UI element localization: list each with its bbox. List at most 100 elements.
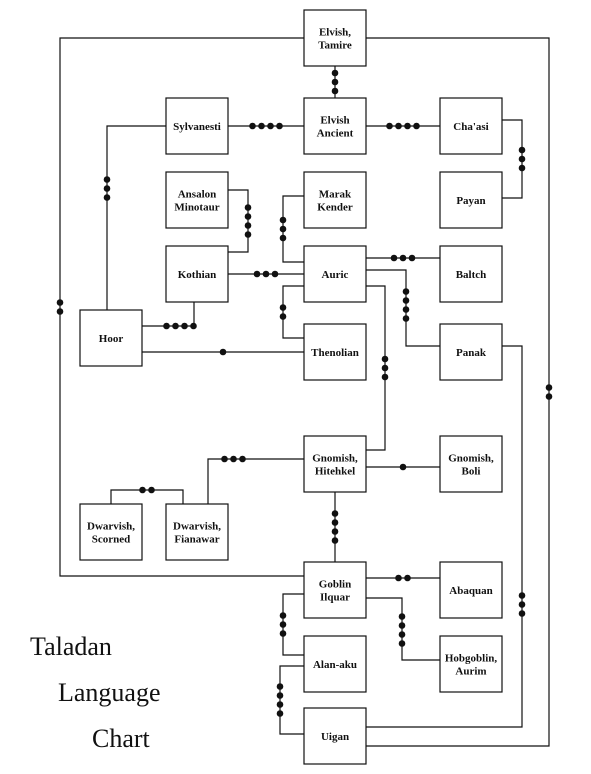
connector-dot-goblin-ilquar-to-alan-aku-1 [279, 612, 287, 619]
connector-auric-to-thenolian [282, 285, 304, 339]
connector-dot-ansalon-minotaur-to-kothian-1 [244, 204, 252, 211]
language-box-gnomish-hitehkel: Gnomish,Hitehkel [303, 435, 367, 493]
connector-dot-hoor-to-kothian-4 [190, 322, 197, 330]
language-box-frame [79, 309, 143, 367]
language-label: Aurim [455, 666, 486, 678]
language-box-dwarvish-fianawar: Dwarvish,Fianawar [165, 503, 229, 561]
connector-dot-panak-to-uigan-2 [518, 601, 526, 608]
connector-dot-goblin-ilquar-to-alan-aku-2 [279, 621, 287, 628]
connector-dot-auric-to-panak-3 [402, 306, 410, 313]
connector-dot-marak-kender-to-auric-2 [279, 225, 287, 233]
connector-dot-marak-kender-to-auric-3 [279, 234, 287, 242]
connector-dot-goblin-ilquar-to-hobgoblin-aurim-1 [398, 613, 406, 620]
connector-dot-elvish-ancient-to-chaasi-3 [404, 122, 411, 130]
language-box-frame [79, 503, 143, 561]
language-box-frame [303, 9, 367, 67]
connector-dot-elvish-tamire-to-elvish-ancient-2 [331, 78, 339, 86]
language-label: Payan [456, 195, 485, 207]
language-label: Baltch [456, 269, 487, 281]
language-box-frame [303, 97, 367, 155]
connector-dot-gnomish-hitehkel-to-goblin-ilquar-2 [331, 519, 339, 526]
language-label: Cha'asi [453, 121, 488, 133]
language-box-frame [439, 435, 503, 493]
language-label: Tamire [318, 40, 352, 52]
language-box-dwarvish-scorned: Dwarvish,Scorned [79, 503, 143, 561]
connector-dot-elvish-ancient-to-chaasi-4 [413, 122, 420, 130]
connector-dot-gnomish-hitehkel-to-goblin-ilquar-4 [331, 537, 339, 544]
connector-dot-kothian-to-auric-3 [271, 270, 279, 278]
connector-dot-chaasi-to-payan-2 [518, 155, 526, 163]
language-box-frame [439, 323, 503, 381]
language-label: Kothian [178, 269, 217, 281]
title-line-2: Language [58, 678, 161, 707]
language-box-abaquan: Abaquan [439, 561, 503, 619]
connector-dot-panak-to-uigan-1 [518, 592, 526, 599]
language-box-frame [439, 245, 503, 303]
connector-panak-to-uigan [366, 345, 523, 728]
connector-dot-hoor-to-kothian-1 [163, 322, 170, 330]
language-box-frame [439, 635, 503, 693]
connector-dot-goblin-ilquar-to-alan-aku-3 [279, 630, 287, 637]
connector-dot-elvish-ancient-to-chaasi-2 [395, 122, 402, 130]
language-label: Auric [322, 269, 349, 281]
title-line-1: Taladan [30, 632, 112, 661]
connector-hoor-to-kothian [142, 302, 195, 327]
connector-dot-auric-to-baltch-3 [408, 254, 416, 262]
language-label: Scorned [92, 534, 131, 546]
connector-dot-auric-to-panak-2 [402, 297, 410, 304]
connector-dot-dwarvish-scorned-to-dwarvish-fianawar-1 [139, 486, 146, 494]
language-label: Gnomish, [312, 453, 358, 465]
connector-elvish-tamire-to-uigan [366, 37, 550, 747]
connector-dot-gnomish-hitehkel-to-dwarvish-fianawar-3 [221, 455, 228, 463]
language-box-frame [439, 97, 503, 155]
connector-dot-gnomish-hitehkel-to-dwarvish-fianawar-1 [239, 455, 246, 463]
language-label: Hoor [99, 333, 124, 345]
connector-dot-auric-to-panak-1 [402, 288, 410, 295]
connector-dot-goblin-ilquar-to-abaquan-2 [404, 574, 411, 582]
connector-dot-elvish-tamire-to-elvish-ancient-1 [331, 69, 339, 77]
language-box-sylvanesti: Sylvanesti [165, 97, 229, 155]
language-box-hobgoblin-aurim: Hobgoblin,Aurim [439, 635, 503, 693]
language-label: Uigan [321, 731, 349, 743]
connector-dot-elvish-ancient-to-sylvanesti-2 [267, 122, 274, 130]
chart-title: Taladan Language Chart [30, 632, 161, 753]
connector-dot-ansalon-minotaur-to-kothian-4 [244, 231, 252, 238]
connector-dot-elvish-ancient-to-sylvanesti-4 [249, 122, 256, 130]
language-box-panak: Panak [439, 323, 503, 381]
connector-dot-elvish-tamire-to-elvish-ancient-3 [331, 87, 339, 95]
language-box-frame [439, 561, 503, 619]
language-box-baltch: Baltch [439, 245, 503, 303]
language-label: Alan-aku [313, 659, 357, 671]
language-label: Kender [317, 202, 353, 214]
connector-gnomish-hitehkel-to-dwarvish-fianawar [207, 458, 304, 504]
connector-dot-elvish-tamire-to-uigan-2 [545, 393, 553, 400]
connector-dot-auric-to-thenolian-1 [279, 304, 287, 311]
connector-ansalon-minotaur-to-kothian [228, 189, 249, 253]
language-box-frame [303, 707, 367, 765]
connector-dot-elvish-tamire-to-uigan-1 [545, 384, 553, 391]
connector-dot-gnomish-hitehkel-to-dwarvish-fianawar-2 [230, 455, 237, 463]
language-label: Marak [319, 189, 352, 201]
language-label: Minotaur [174, 202, 219, 214]
language-label: Dwarvish, [173, 521, 221, 533]
connector-dot-auric-to-gnomish-hitehkel-1 [381, 355, 389, 363]
connector-dot-hoor-to-kothian-3 [181, 322, 188, 330]
connector-dots [56, 69, 553, 717]
language-label: Abaquan [449, 585, 492, 597]
connector-dot-elvish-ancient-to-sylvanesti-1 [276, 122, 283, 130]
language-box-frame [303, 561, 367, 619]
language-label: Ilquar [320, 592, 350, 604]
language-box-elvish-tamire: Elvish,Tamire [303, 9, 367, 67]
connector-dot-goblin-ilquar-to-hobgoblin-aurim-2 [398, 622, 406, 629]
connector-dot-chaasi-to-payan-3 [518, 164, 526, 172]
connector-dot-marak-kender-to-auric-1 [279, 216, 287, 224]
language-label: Elvish, [319, 27, 351, 39]
connector-dot-auric-to-baltch-1 [390, 254, 398, 262]
language-label: Dwarvish, [87, 521, 135, 533]
connector-dot-sylvanesti-to-hoor-2 [103, 185, 111, 192]
connector-dot-hoor-to-kothian-2 [172, 322, 179, 330]
connector-alan-aku-to-uigan [279, 665, 304, 735]
